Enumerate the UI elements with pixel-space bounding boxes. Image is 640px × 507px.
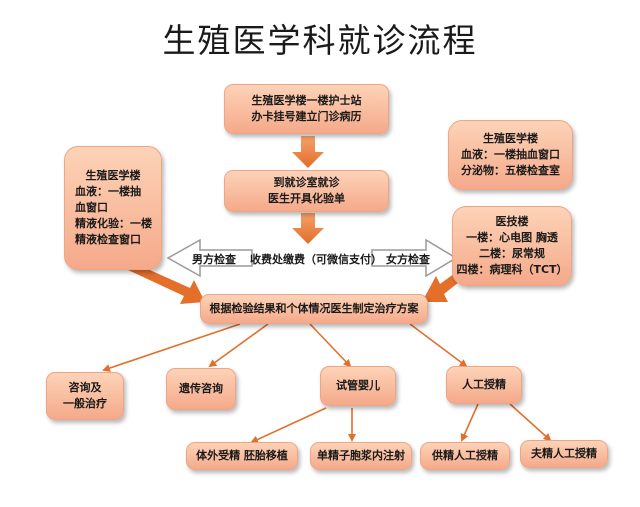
left-building-line-4: 精液检查窗口: [75, 233, 141, 246]
nurse-station-box: 生殖医学楼一楼护士站 办卡挂号建立门诊病历: [224, 84, 389, 134]
tech-building-line-1: 一楼：心电图 胸透: [466, 231, 558, 244]
icsi-box: 单精子胞浆内注射: [310, 442, 412, 470]
right-building-title: 生殖医学楼: [483, 132, 538, 145]
arrow-left-male: [166, 238, 253, 278]
ai-box: 人工授精: [446, 366, 522, 404]
left-building-line-2: 血窗口: [75, 201, 108, 214]
nurse-station-line-1: 生殖医学楼一楼护士站: [251, 94, 362, 107]
donor-ai-label: 供精人工授精: [432, 449, 498, 462]
donor-ai-box: 供精人工授精: [420, 442, 510, 470]
ivf-box: 试管婴儿: [320, 366, 396, 406]
right-building-line-1: 血液：一楼抽血窗口: [461, 148, 560, 161]
tech-building-box: 医技楼 一楼：心电图 胸透 二楼：尿常规 四楼：病理科（TCT）: [452, 206, 572, 286]
genetic-counseling-box: 遗传咨询: [166, 368, 236, 410]
arrow-down-2: [292, 213, 324, 244]
left-building-title: 生殖医学楼: [85, 169, 141, 182]
right-building-line-2: 分泌物：五楼检查室: [461, 164, 560, 177]
tech-building-title: 医技楼: [495, 215, 529, 228]
arrow-right-female: [371, 238, 458, 278]
ivf-et-label: 体外受精 胚胎移植: [196, 449, 288, 462]
arrow-to-husband-ai: [509, 403, 552, 442]
consult-line-1: 到就诊室就诊: [273, 176, 340, 189]
left-building-line-1: 血液：一楼抽: [75, 185, 141, 198]
husband-ai-label: 夫精人工授精: [531, 447, 597, 460]
plan-box: 根据检验结果和个体情况医生制定治疗方案: [200, 294, 428, 324]
consult-line-2: 医生开具化验单: [268, 192, 345, 205]
ivf-label: 试管婴儿: [336, 379, 380, 392]
female-check-label: 女方检查: [386, 253, 430, 266]
male-check-label: 男方检查: [192, 253, 236, 266]
husband-ai-box: 夫精人工授精: [520, 440, 608, 468]
tech-building-line-3: 四楼：病理科（TCT）: [456, 263, 568, 276]
tech-building-line-2: 二楼：尿常规: [479, 247, 545, 260]
ivf-et-box: 体外受精 胚胎移植: [186, 442, 298, 470]
genetic-label: 遗传咨询: [179, 382, 223, 395]
arrow-to-genetic: [208, 323, 269, 368]
general-line-2: 一般治疗: [63, 397, 107, 410]
arrow-to-ivf-et: [250, 407, 327, 444]
arrow-down-1: [292, 136, 324, 168]
left-building-box: 生殖医学楼 血液：一楼抽 血窗口 精液化验：一楼 精液检查窗口: [64, 146, 162, 270]
arrow-to-ai: [409, 323, 468, 368]
icsi-label: 单精子胞浆内注射: [317, 449, 405, 462]
left-building-line-3: 精液化验：一楼: [75, 217, 152, 230]
ai-label: 人工授精: [462, 378, 506, 391]
page-title: 生殖医学科就诊流程: [162, 21, 478, 60]
right-building-box: 生殖医学楼 血液：一楼抽血窗口 分泌物：五楼检查室: [448, 120, 573, 190]
consult-box: 到就诊室就诊 医生开具化验单: [224, 170, 389, 212]
plan-label: 根据检验结果和个体情况医生制定治疗方案: [209, 302, 419, 315]
arrow-to-ivf: [309, 323, 352, 368]
arrow-to-general: [102, 323, 241, 372]
arrow-to-donor-ai: [460, 403, 479, 442]
general-treatment-box: 咨询及 一般治疗: [46, 372, 124, 420]
nurse-station-line-2: 办卡挂号建立门诊病历: [251, 110, 362, 123]
arrow-left-to-plan: [128, 262, 205, 304]
general-line-1: 咨询及: [68, 381, 102, 394]
payment-label: 收费处缴费（可微信支付）: [250, 253, 382, 266]
